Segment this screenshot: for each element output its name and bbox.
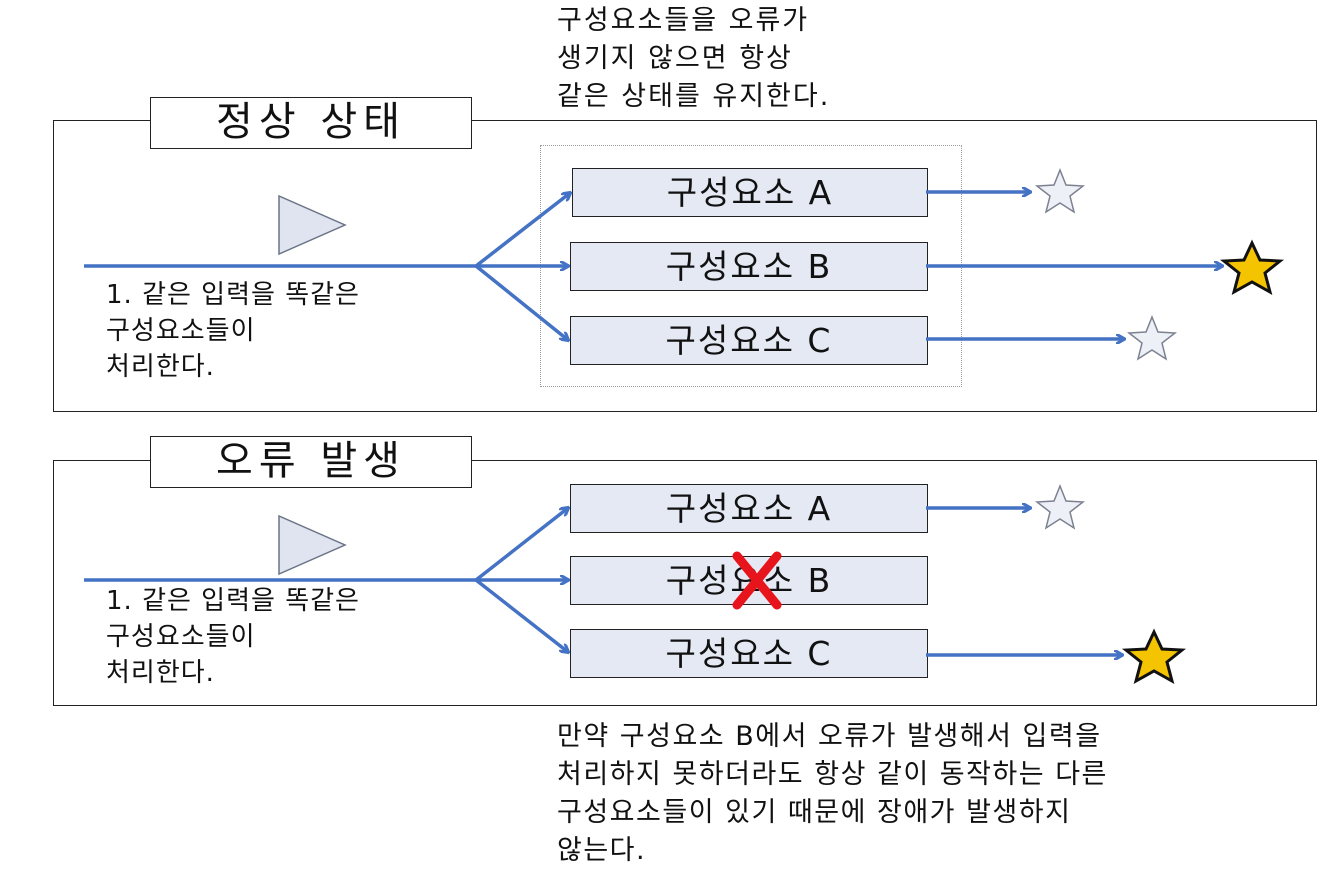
- error-state-title: 오류 발생: [150, 436, 472, 488]
- error-component-a: 구성요소 A: [570, 484, 928, 533]
- top-note-line: 같은 상태를 유지한다.: [557, 81, 831, 112]
- error-component-b: 구성요소 B: [570, 556, 928, 605]
- input-description-line: 1. 같은 입력을 똑같은: [106, 586, 360, 616]
- bottom-note-line: 않는다.: [557, 835, 647, 866]
- bottom-note-line: 만약 구성요소 B에서 오류가 발생해서 입력을: [557, 721, 1102, 752]
- error-component-c: 구성요소 C: [570, 629, 928, 678]
- input-description-line: 구성요소들이: [106, 622, 256, 652]
- bottom-note-line: 처리하지 못하더라도 항상 같이 동작하는 다른: [557, 759, 1108, 790]
- normal-state-title: 정상 상태: [150, 97, 472, 149]
- top-note-line: 생기지 않으면 항상: [557, 43, 793, 74]
- top-note-line: 구성요소들을 오류가: [557, 5, 810, 36]
- input-description-line: 1. 같은 입력을 똑같은: [106, 280, 360, 310]
- bottom-note: 만약 구성요소 B에서 오류가 발생해서 입력을 처리하지 못하더라도 항상 같…: [557, 718, 1108, 870]
- input-description-line: 처리한다.: [106, 658, 215, 688]
- normal-input-description: 1. 같은 입력을 똑같은 구성요소들이 처리한다.: [106, 277, 360, 385]
- normal-component-a: 구성요소 A: [572, 168, 928, 217]
- top-note: 구성요소들을 오류가 생기지 않으면 항상 같은 상태를 유지한다.: [557, 2, 830, 116]
- normal-component-c: 구성요소 C: [570, 316, 928, 365]
- bottom-note-line: 구성요소들이 있기 때문에 장애가 발생하지: [557, 797, 1072, 828]
- normal-component-b: 구성요소 B: [570, 242, 928, 291]
- input-description-line: 구성요소들이: [106, 316, 256, 346]
- input-description-line: 처리한다.: [106, 352, 215, 382]
- error-input-description: 1. 같은 입력을 똑같은 구성요소들이 처리한다.: [106, 583, 360, 691]
